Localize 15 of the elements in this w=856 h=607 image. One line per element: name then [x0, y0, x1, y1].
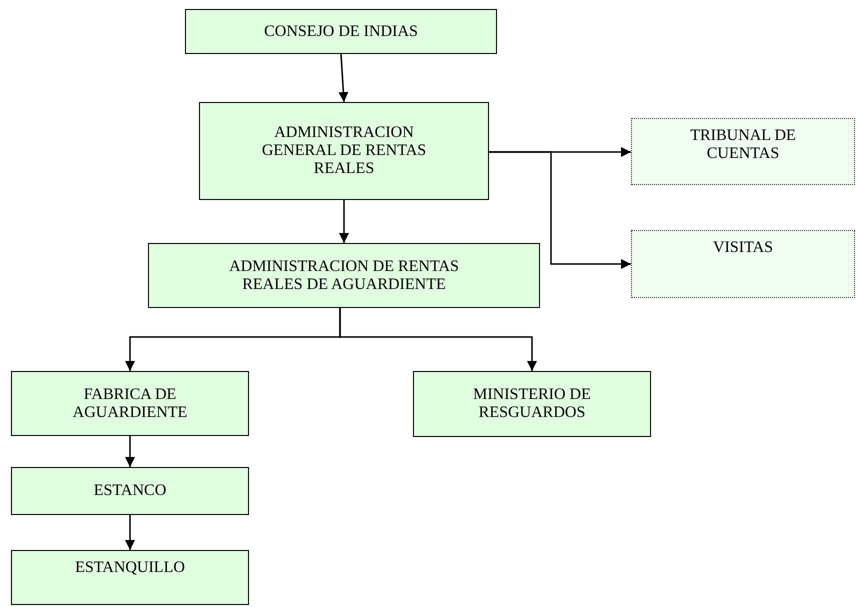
arrow — [339, 200, 349, 243]
org-box: ESTANQUILLO — [11, 550, 249, 605]
org-box: FABRICA DE AGUARDIENTE — [11, 371, 249, 436]
org-box: ADMINISTRACION GENERAL DE RENTAS REALES — [199, 102, 489, 200]
org-box: MINISTERIO DE RESGUARDOS — [413, 371, 651, 437]
arrow — [489, 151, 631, 269]
arrow — [339, 308, 537, 371]
org-box: TRIBUNAL DE CUENTAS — [631, 118, 855, 185]
arrow — [125, 436, 135, 467]
org-box: VISITAS — [631, 230, 855, 298]
arrow — [125, 515, 135, 550]
org-box: ADMINISTRACION DE RENTAS REALES DE AGUARDIENTE — [148, 243, 540, 308]
arrow — [338, 54, 348, 102]
org-box: CONSEJO DE INDIAS — [185, 9, 497, 54]
org-box: ESTANCO — [11, 467, 249, 515]
